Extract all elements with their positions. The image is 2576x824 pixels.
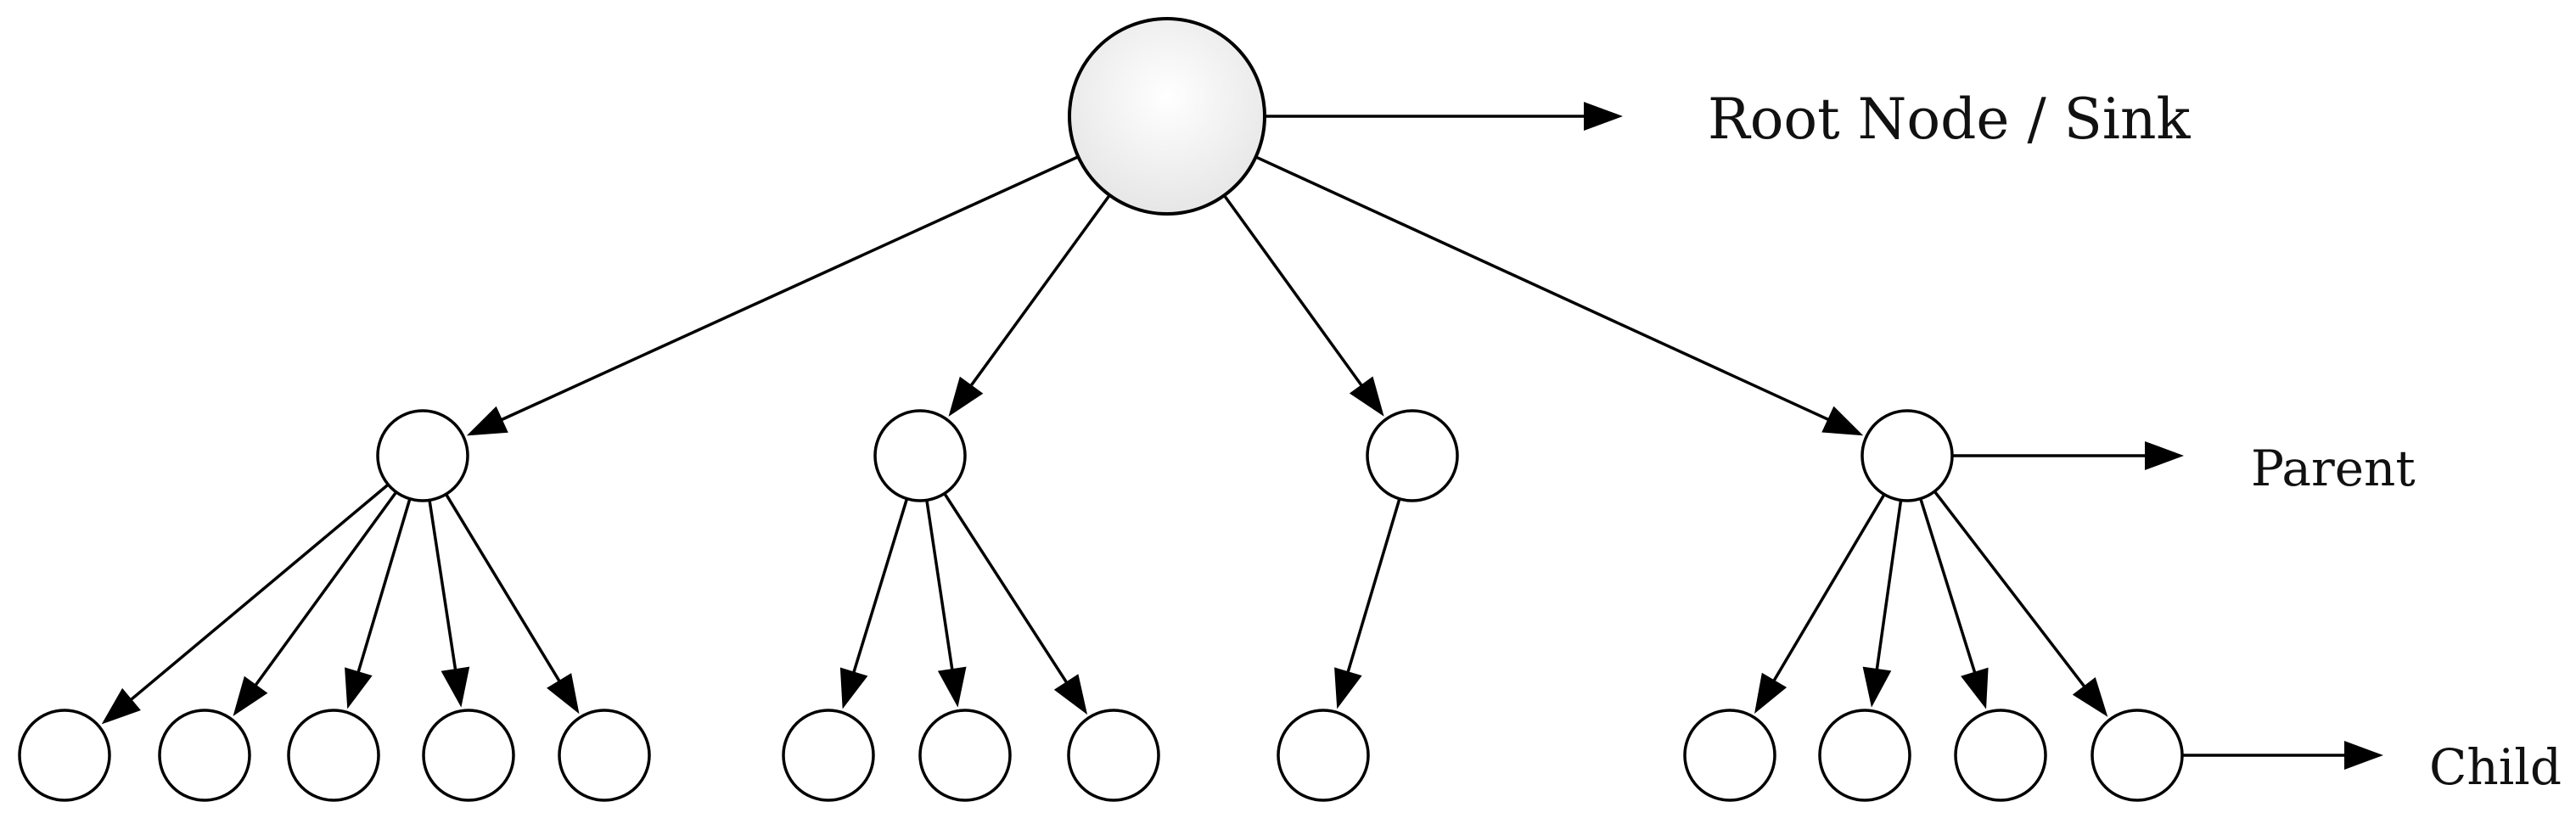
edge-p3-c9	[1334, 497, 1401, 709]
child-node-c13	[2091, 709, 2184, 802]
root-node	[1068, 17, 1266, 216]
child-node-c5	[558, 709, 651, 802]
edges-layer	[101, 102, 2383, 770]
child-node-c10	[1683, 709, 1776, 802]
edge-p4-c13	[1933, 490, 2108, 717]
nodes-layer	[18, 17, 2184, 802]
edge-root-p2	[948, 193, 1112, 417]
parent-pointer-arrow	[1950, 441, 2184, 470]
edge-p1-c4	[428, 498, 470, 708]
child-node-c2	[158, 709, 251, 802]
edge-p2-c8	[943, 491, 1088, 715]
child-node-c12	[1954, 709, 2047, 802]
edge-p1-c5	[444, 492, 580, 715]
edge-p1-c2	[233, 490, 398, 716]
child-node-c11	[1818, 709, 1911, 802]
edge-root-p3	[1222, 193, 1384, 417]
parent-label: Parent	[2251, 440, 2416, 497]
child-node-c6	[782, 709, 875, 802]
root-label: Root Node / Sink	[1708, 87, 2191, 152]
root-pointer-arrow	[1263, 102, 1623, 131]
edge-p4-c10	[1754, 492, 1886, 714]
edge-p1-c1	[101, 483, 390, 725]
child-node-c9	[1277, 709, 1370, 802]
edge-p1-c3	[345, 497, 412, 709]
edge-root-p1	[466, 154, 1080, 436]
child-label: Child	[2429, 738, 2562, 796]
child-node-c1	[18, 709, 111, 802]
parent-node-p2	[873, 409, 967, 502]
child-node-c3	[287, 709, 380, 802]
child-node-c4	[422, 709, 515, 802]
edge-p2-c6	[839, 496, 909, 709]
child-node-c8	[1067, 709, 1160, 802]
child-pointer-arrow	[2180, 741, 2383, 770]
parent-node-p1	[376, 409, 469, 502]
edge-root-p4	[1254, 155, 1864, 436]
parent-node-p3	[1366, 409, 1459, 502]
parent-node-p4	[1860, 409, 1954, 502]
edge-p4-c11	[1862, 498, 1903, 708]
edge-p2-c7	[925, 498, 967, 708]
edge-p4-c12	[1919, 496, 1989, 709]
labels-layer: Root Node / Sink Parent Child	[1708, 87, 2562, 796]
child-node-c7	[918, 709, 1012, 802]
